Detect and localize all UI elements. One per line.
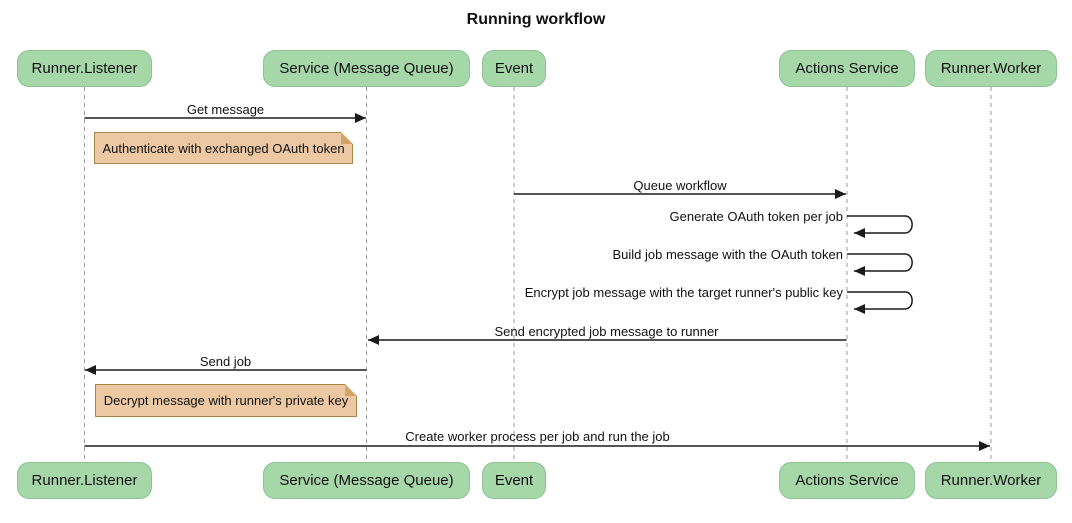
participant-label: Runner.Listener — [31, 60, 138, 77]
participant-event-top: Event — [482, 50, 546, 87]
participant-label: Runner.Worker — [940, 60, 1042, 77]
participant-runner-listener-top: Runner.Listener — [17, 50, 152, 87]
self-loop-encrypt-job-message — [847, 291, 913, 314]
message-label-generate-oauth-token: Generate OAuth token per job — [669, 209, 843, 224]
participant-runner-listener-bottom: Runner.Listener — [17, 462, 152, 499]
participant-actions-service-top: Actions Service — [779, 50, 915, 87]
participant-service-message-queue-top: Service (Message Queue) — [263, 50, 470, 87]
participant-runner-worker-top: Runner.Worker — [925, 50, 1057, 87]
participant-event-bottom: Event — [482, 462, 546, 499]
diagram-title: Running workflow — [466, 11, 606, 28]
message-label-build-job-message: Build job message with the OAuth token — [612, 247, 843, 262]
self-loop-build-job-message — [847, 253, 913, 276]
message-label-get-message: Get message — [186, 102, 265, 117]
participant-label: Service (Message Queue) — [279, 60, 454, 77]
message-label-encrypt-job-message: Encrypt job message with the target runn… — [524, 285, 843, 300]
note-authenticate-oauth: Authenticate with exchanged OAuth token — [94, 132, 353, 164]
message-label-send-encrypted-job-message: Send encrypted job message to runner — [494, 324, 719, 339]
participant-runner-worker-bottom: Runner.Worker — [925, 462, 1057, 499]
note-fold-corner — [341, 132, 353, 144]
participant-label: Actions Service — [795, 60, 899, 77]
participant-label: Runner.Listener — [31, 472, 138, 489]
note-fold-corner — [345, 384, 357, 396]
participant-label: Event — [494, 472, 534, 489]
message-label-create-worker-process: Create worker process per job and run th… — [405, 429, 670, 444]
participant-actions-service-bottom: Actions Service — [779, 462, 915, 499]
participant-label: Runner.Worker — [940, 472, 1042, 489]
note-decrypt-private-key: Decrypt message with runner's private ke… — [95, 384, 357, 417]
participant-label: Actions Service — [795, 472, 899, 489]
note-text: Authenticate with exchanged OAuth token — [102, 140, 345, 156]
message-label-queue-workflow: Queue workflow — [633, 178, 727, 193]
message-label-send-job: Send job — [199, 354, 252, 369]
self-loop-generate-oauth-token — [847, 215, 913, 238]
participant-label: Event — [494, 60, 534, 77]
participant-service-message-queue-bottom: Service (Message Queue) — [263, 462, 470, 499]
participant-label: Service (Message Queue) — [279, 472, 454, 489]
note-text: Decrypt message with runner's private ke… — [103, 393, 349, 408]
